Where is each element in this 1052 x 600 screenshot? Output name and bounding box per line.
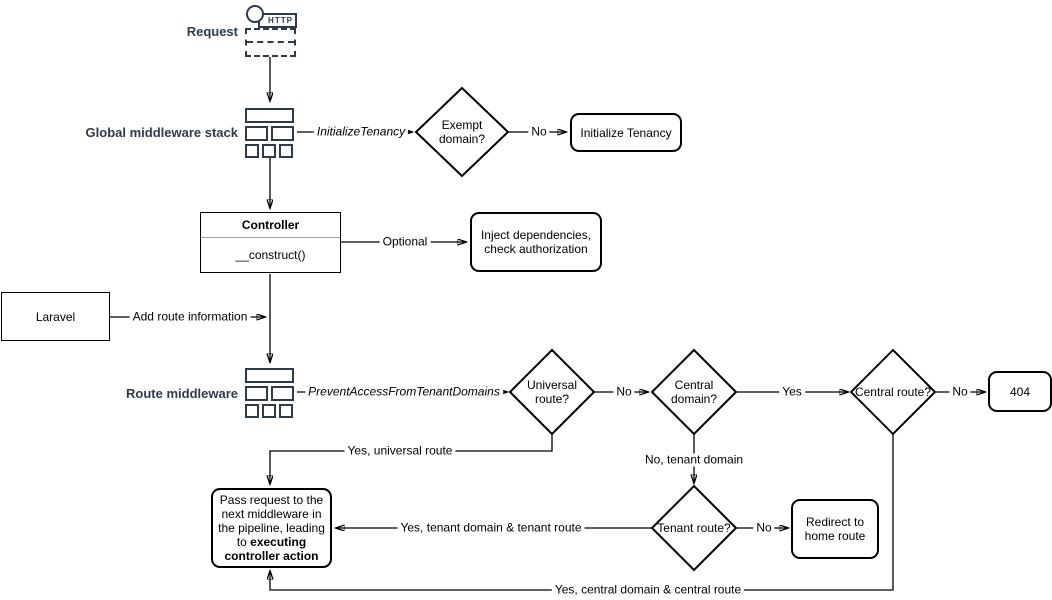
stack-bar (279, 404, 293, 418)
exempt-domain-diamond (414, 86, 510, 178)
central-domain-diamond (650, 348, 738, 436)
universal-no-label: No (613, 385, 635, 399)
yes-central-domain-route-label: Yes, central domain & central route (551, 583, 745, 597)
laravel-node: Laravel (1, 292, 110, 341)
http-request-icon: HTTP (245, 5, 297, 57)
redirect-home-route-node: Redirect to home route (791, 499, 879, 559)
stack-bar (245, 108, 294, 123)
stack-bar (262, 404, 276, 418)
central-route-diamond (849, 348, 937, 436)
tenant-route-no-label: No (753, 521, 775, 535)
pass-request-normal-text: Pass request to the next middleware in t… (218, 493, 325, 549)
stack-bar (245, 386, 268, 401)
http-request-header-box: HTTP (258, 13, 297, 28)
stack-bar (245, 144, 259, 158)
central-domain-label: Central domain? (670, 378, 718, 406)
pass-request-node: Pass request to the next middleware in t… (211, 488, 332, 568)
central-route-no-label: No (949, 385, 971, 399)
controller-construct-method: __construct() (235, 247, 306, 262)
route-middleware-stack-icon (244, 366, 296, 418)
http-label: HTTP (268, 16, 293, 25)
pass-request-bold-text: executing controller action (224, 535, 319, 563)
exempt-domain-label: Exempt domain? (438, 118, 486, 146)
stack-bar (245, 404, 259, 418)
optional-label: Optional (379, 235, 431, 249)
exempt-no-label: No (528, 125, 550, 139)
inject-dependencies-node: Inject dependencies, check authorization (470, 212, 602, 272)
controller-class-node: Controller __construct() (200, 212, 341, 273)
stack-bar (279, 144, 293, 158)
pass-request-text: Pass request to the next middleware in t… (215, 493, 328, 563)
stack-bar (271, 386, 294, 401)
central-route-label: Central route? (854, 385, 932, 399)
controller-title: Controller (201, 213, 340, 238)
universal-route-label: Universal route? (526, 378, 577, 406)
edge-universal-yes-to-pass (270, 434, 553, 484)
http-request-body-divider (247, 41, 294, 43)
request-label: Request (186, 24, 238, 39)
tenant-route-label: Tenant route? (657, 521, 731, 535)
http-request-circle-icon (246, 5, 264, 23)
stack-bar (245, 126, 268, 141)
yes-universal-route-label: Yes, universal route (344, 444, 456, 458)
universal-route-diamond (508, 348, 596, 436)
yes-tenant-domain-route-label: Yes, tenant domain & tenant route (397, 521, 585, 535)
stack-bar (271, 126, 294, 141)
not-found-404-node: 404 (988, 371, 1052, 412)
stack-bar (262, 144, 276, 158)
add-route-information-label: Add route information (129, 310, 251, 324)
stack-bar (245, 368, 294, 383)
no-tenant-domain-label: No, tenant domain (641, 453, 747, 467)
initialize-tenancy-node: Initialize Tenancy (570, 113, 682, 152)
global-middleware-stack-icon (244, 106, 296, 158)
initialize-tenancy-middleware-label: InitializeTenancy (313, 125, 409, 139)
tenant-route-diamond (650, 484, 738, 572)
global-middleware-stack-label: Global middleware stack (85, 125, 238, 140)
prevent-access-middleware-label: PreventAccessFromTenantDomains (305, 385, 503, 399)
central-domain-yes-label: Yes (779, 385, 805, 399)
route-middleware-label: Route middleware (126, 386, 238, 401)
